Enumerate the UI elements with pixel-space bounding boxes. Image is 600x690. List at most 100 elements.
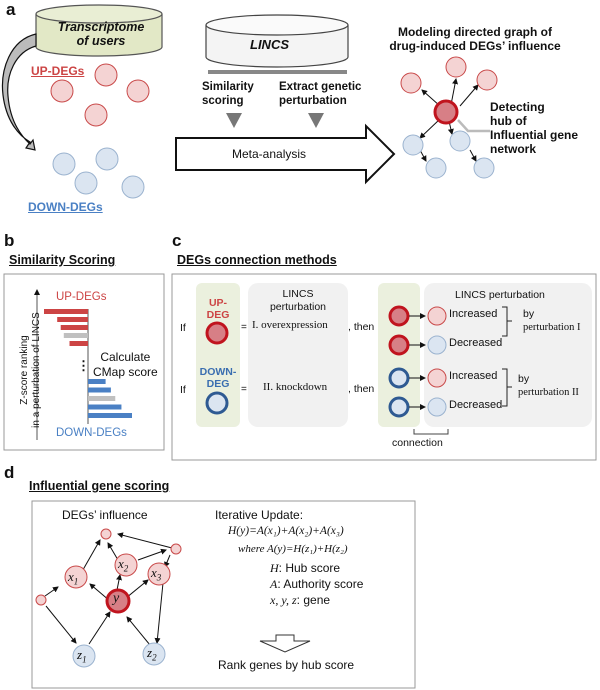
equals-2: = [241, 384, 247, 395]
deg-column-bg [196, 283, 240, 427]
lincs-pert-line2: perturbation [269, 301, 327, 313]
extract-line1: Extract genetic [279, 81, 362, 93]
up-deg-nodes [50, 63, 150, 127]
iterative-update-label: Iterative Update: [215, 508, 304, 522]
lincs-divider [208, 70, 347, 74]
source-node-icon [388, 367, 410, 389]
up-deg-line1: UP- [208, 297, 228, 309]
meta-analysis-label: Meta-analysis [232, 147, 307, 161]
x1-var: x [68, 569, 74, 584]
x2-var: x [118, 556, 124, 571]
connection-rows [388, 305, 447, 418]
node-z1-label: z1 [77, 647, 87, 665]
knockdown-label: II. knockdown [263, 381, 328, 393]
modeling-line2: drug-induced DEGs’ influence [389, 39, 561, 53]
rank-genes-label: Rank genes by hub score [218, 658, 355, 672]
down-bar [88, 413, 132, 418]
by2-line1: by [518, 373, 530, 385]
influence-graph [35, 528, 182, 668]
connection-bracket [413, 429, 449, 435]
degs-influence-title: DEGs’ influence [62, 508, 148, 522]
z1-var: z [77, 647, 83, 662]
connection-label: connection [392, 437, 443, 449]
up-bar [60, 325, 88, 330]
if-label-2: If [180, 384, 186, 396]
detecting-hub-label: Detecting hub of Influential gene networ… [490, 100, 578, 156]
lincs-perturbation-header: LINCS perturbation [455, 289, 545, 301]
down-triangle-icon [226, 113, 242, 128]
by1-line1: by [523, 308, 535, 320]
meta-analysis-arrow [175, 123, 396, 185]
node-z2-label: z2 [147, 645, 157, 663]
h-symbol: H [270, 561, 279, 575]
up-bar [63, 333, 88, 338]
up-deg-node-icon [205, 321, 229, 345]
curved-arrow-icon [1, 33, 37, 151]
if-label-1: If [180, 322, 186, 334]
then-label-1: , then [348, 321, 375, 333]
similarity-scoring-step: Similarity scoring [202, 80, 254, 108]
calc-line1: Calculate [100, 350, 151, 364]
z2-sub: 2 [152, 652, 157, 663]
lincs-perturbation-label: LINCS perturbation [248, 288, 348, 314]
extract-line2: perturbation [279, 95, 347, 107]
modeling-title: Modeling directed graph of drug-induced … [360, 25, 590, 53]
node-x3-label: x3 [151, 565, 161, 583]
equals-1: = [241, 322, 247, 333]
authority-formula: where A(y)=H(z₁)+H(z₂) [238, 543, 348, 555]
similarity-panel-box [3, 273, 165, 451]
hub-pointer-line [457, 119, 490, 133]
calc-line2: CMap score [93, 365, 158, 379]
h-def: : Hub score [278, 561, 341, 575]
detecting-line3: Influential gene [490, 128, 579, 142]
similarity-scoring-title: Similarity Scoring [9, 253, 116, 267]
z-score-axis-label: Z-score ranking in a perturbation of LIN… [19, 295, 43, 445]
axis-label-line1: Z-score ranking [19, 335, 30, 405]
similarity-bars [44, 309, 132, 418]
z2-var: z [147, 645, 153, 660]
xyz-symbol: x, y, z [270, 593, 297, 607]
ellipsis: ⋮ [77, 358, 90, 373]
transcriptome-database-icon [35, 4, 163, 57]
x3-sub: 3 [156, 572, 162, 583]
by-perturbation-2: by perturbation II [518, 373, 579, 399]
overexpression-label: I. overexpression [252, 319, 328, 331]
up-deg-line2: DEG [206, 309, 230, 321]
source-node-icon [388, 396, 410, 418]
similarity-line2: scoring [202, 95, 244, 107]
b-down-degs-label: DOWN-DEGs [56, 427, 127, 439]
down-degs-label: DOWN-DEGs [28, 200, 103, 214]
by1-line2: perturbation I [523, 322, 581, 333]
panel-d-letter: d [4, 463, 15, 482]
target-node-icon [427, 397, 447, 417]
up-bar [69, 341, 88, 346]
b-up-degs-label: UP-DEGs [56, 291, 107, 303]
by-perturbation-1: by perturbation I [523, 308, 580, 334]
x3-var: x [151, 565, 157, 580]
a-def: : Authority score [277, 577, 364, 591]
down-deg-line1: DOWN- [199, 366, 237, 378]
node-y-label: y [113, 591, 120, 606]
down-bar [88, 379, 106, 384]
down-deg-label: DOWN- DEG [193, 366, 243, 390]
detecting-line2: hub of [490, 114, 527, 128]
down-deg-node-icon [205, 391, 229, 415]
axis-label-line2: in a perturbation of LINCS [31, 312, 42, 428]
influential-scoring-title: Influential gene scoring [29, 479, 170, 493]
hub-formula: H(y)=A(x₁)+A(x₂)+A(x₃) [228, 525, 344, 537]
down-arrow-icon [259, 634, 311, 653]
calculate-cmap-label: Calculate CMap score [93, 350, 158, 380]
down-bar [88, 396, 116, 401]
node-x2-label: x2 [118, 556, 128, 574]
lincs-pert-line1: LINCS [282, 288, 314, 300]
by2-line2: perturbation II [518, 387, 579, 398]
panel-c-letter: c [172, 231, 182, 250]
transcriptome-line1: Transcriptome [57, 20, 145, 34]
similarity-line1: Similarity [202, 81, 254, 93]
perturbation-row-label: Increased [449, 370, 498, 382]
source-node-icon [388, 334, 410, 356]
source-node-icon [388, 305, 410, 327]
extract-perturbation-step: Extract genetic perturbation [279, 80, 361, 108]
target-node-icon [427, 335, 447, 355]
